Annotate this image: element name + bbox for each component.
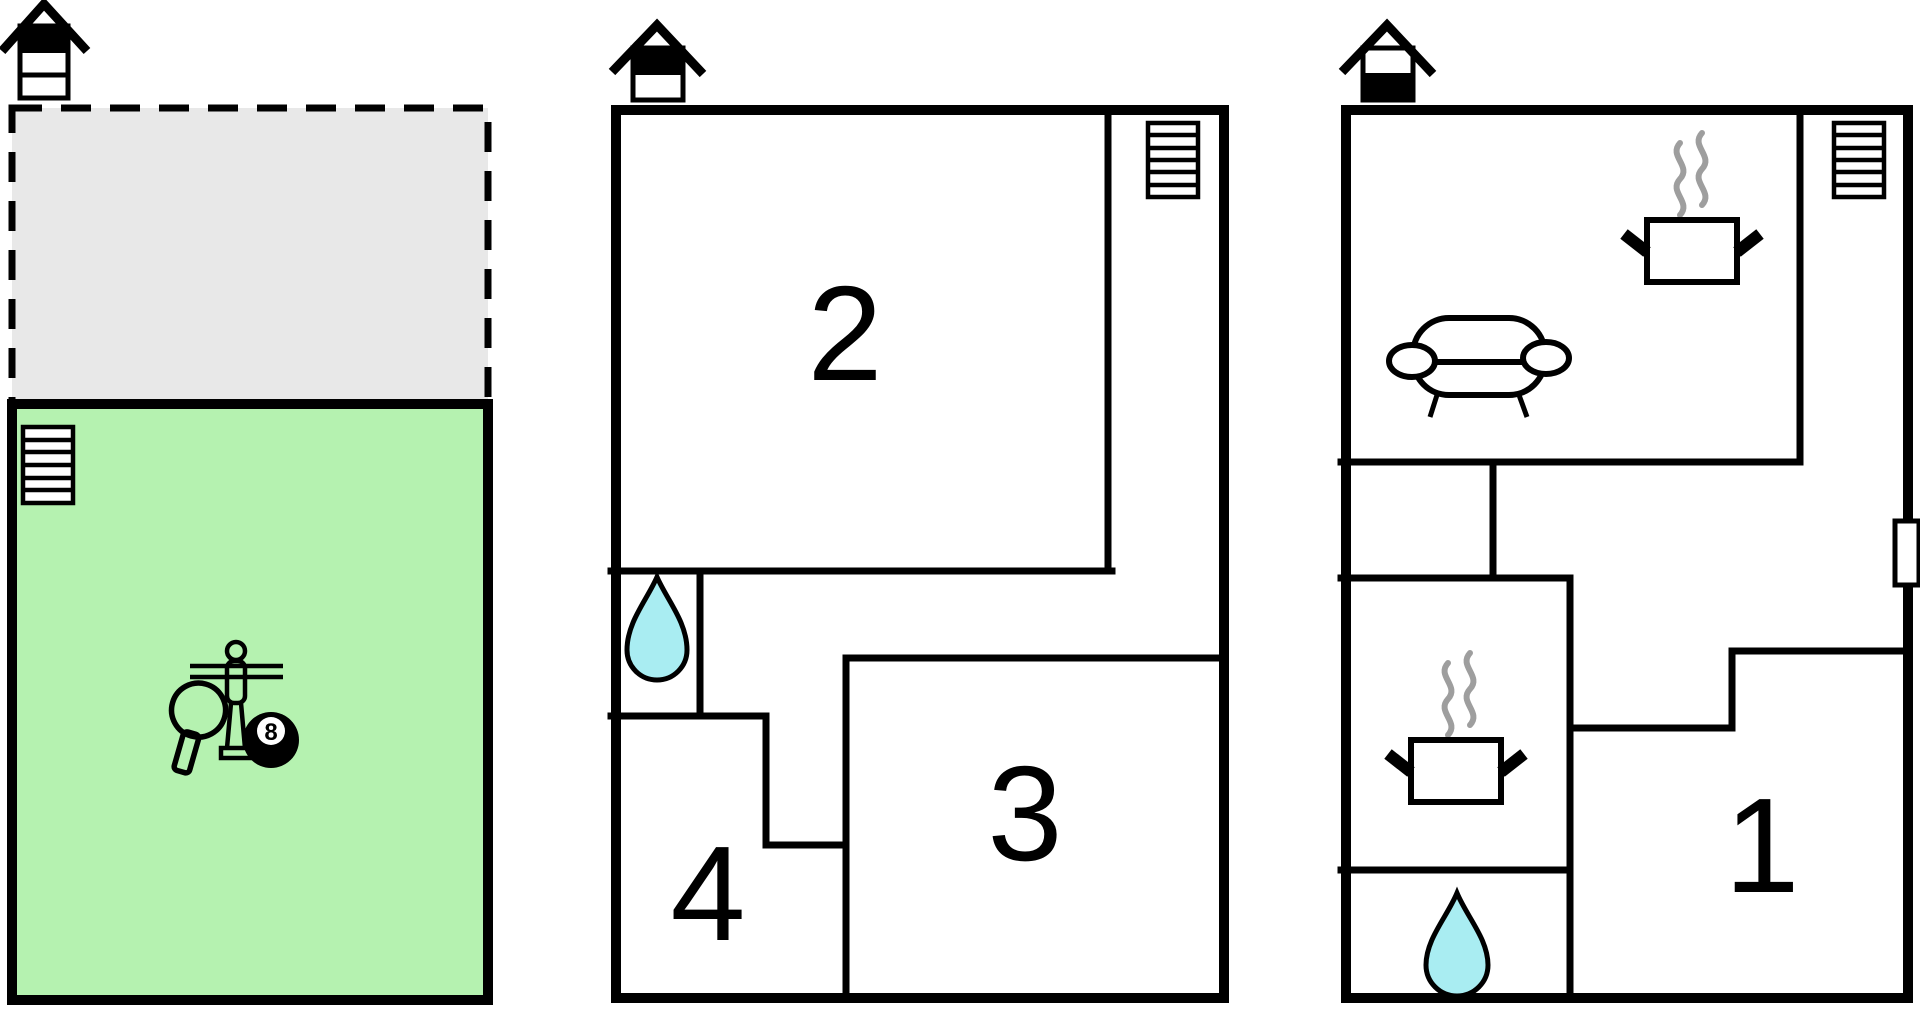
- steam-line: [1673, 140, 1687, 218]
- roof: [1338, 18, 1437, 78]
- ball-number: 8: [264, 719, 277, 746]
- house-levels-icon: [608, 18, 707, 103]
- door-opening: [1892, 518, 1920, 588]
- inner-walls: [1337, 106, 1912, 1002]
- outer-walls: [611, 105, 1229, 1003]
- table-tennis-paddle-icon: [168, 680, 229, 776]
- staircase-icon: [1145, 120, 1201, 200]
- cooking-pot-icon: [1384, 650, 1528, 805]
- sofa-icon: [1386, 315, 1572, 418]
- roof: [608, 18, 707, 78]
- highlighted-level: [20, 26, 68, 53]
- room-1-label: 1: [1724, 770, 1799, 921]
- room-4-label: 4: [670, 818, 745, 969]
- billiard-8-ball-icon: 8: [243, 712, 299, 768]
- water-drop-icon: [624, 570, 690, 683]
- terrace-area: [8, 104, 492, 408]
- room-2-label: 2: [807, 258, 882, 409]
- highlighted-level: [1363, 73, 1413, 100]
- highlighted-level: [633, 48, 683, 75]
- steam-line: [1441, 660, 1455, 738]
- house-levels-icon: [0, 0, 91, 101]
- water-drop-icon: [1423, 886, 1491, 999]
- inner-walls: [607, 106, 1228, 1002]
- plan-upper-floor: 2 3 4: [607, 18, 1229, 1003]
- steam-line: [1695, 130, 1709, 208]
- outer-walls: [1341, 105, 1913, 1003]
- plan-ground-floor: 1: [1337, 18, 1920, 1003]
- cooking-pot-icon: [1620, 130, 1764, 285]
- games-room-area: [7, 399, 493, 1005]
- steam-line: [1463, 650, 1477, 728]
- plan-annex: 8: [0, 0, 493, 1005]
- house-levels-icon: [1338, 18, 1437, 103]
- room-3-label: 3: [987, 738, 1062, 889]
- roof: [0, 0, 91, 55]
- staircase-icon: [1831, 120, 1887, 200]
- staircase-icon: [20, 424, 76, 506]
